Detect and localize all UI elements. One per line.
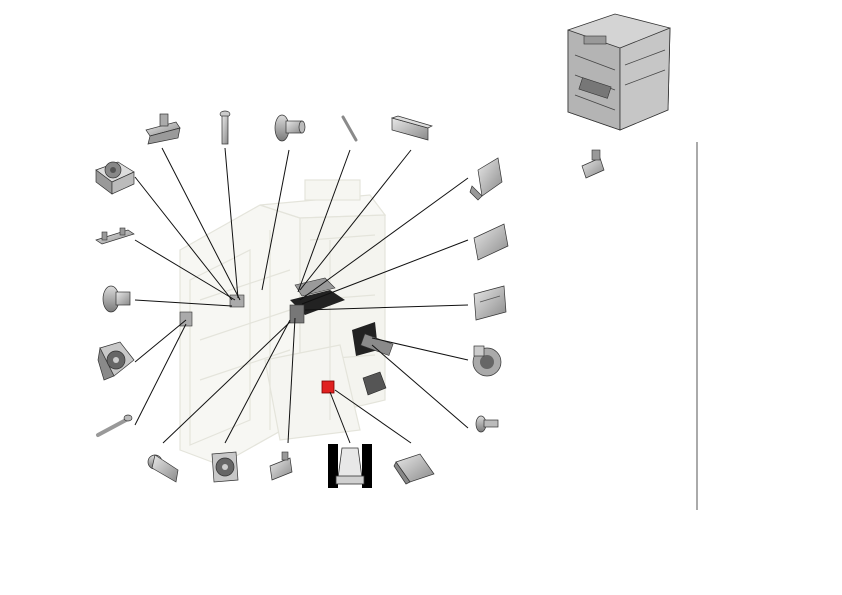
callout-lines [134, 147, 469, 444]
clip-bracket-part[interactable] [145, 113, 181, 145]
spring-pin-part[interactable] [341, 115, 358, 142]
main-frame-ghost [179, 179, 387, 466]
bushing-part[interactable] [328, 444, 372, 488]
angle-bracket-part[interactable] [269, 451, 293, 481]
cooling-fan-part[interactable] [97, 341, 135, 381]
sensor-plate-part[interactable] [473, 285, 507, 321]
cover-panel-upper-part[interactable] [469, 157, 503, 201]
latch-clip-part[interactable] [393, 453, 435, 485]
slide-bracket-part[interactable] [95, 227, 135, 245]
small-fan-part[interactable] [211, 451, 239, 483]
side-bracket-part[interactable] [581, 149, 605, 179]
small-screw-part[interactable] [475, 415, 499, 433]
center-assembly [179, 277, 394, 396]
cover-panel-middle-part[interactable] [473, 223, 509, 261]
gear-motor-part[interactable] [95, 161, 135, 195]
flat-head-screw-part[interactable] [147, 454, 179, 483]
shoulder-screw-part[interactable] [219, 110, 231, 145]
thumb-knob-top-part[interactable] [274, 114, 306, 142]
side-rail-part[interactable] [390, 115, 433, 141]
blower-fan-part[interactable] [472, 345, 502, 377]
highlighted-red-part[interactable] [321, 380, 335, 394]
thumb-screw-left-part[interactable] [102, 285, 131, 313]
long-screw-part[interactable] [96, 414, 133, 437]
upper-chassis-assembly[interactable] [567, 13, 671, 131]
